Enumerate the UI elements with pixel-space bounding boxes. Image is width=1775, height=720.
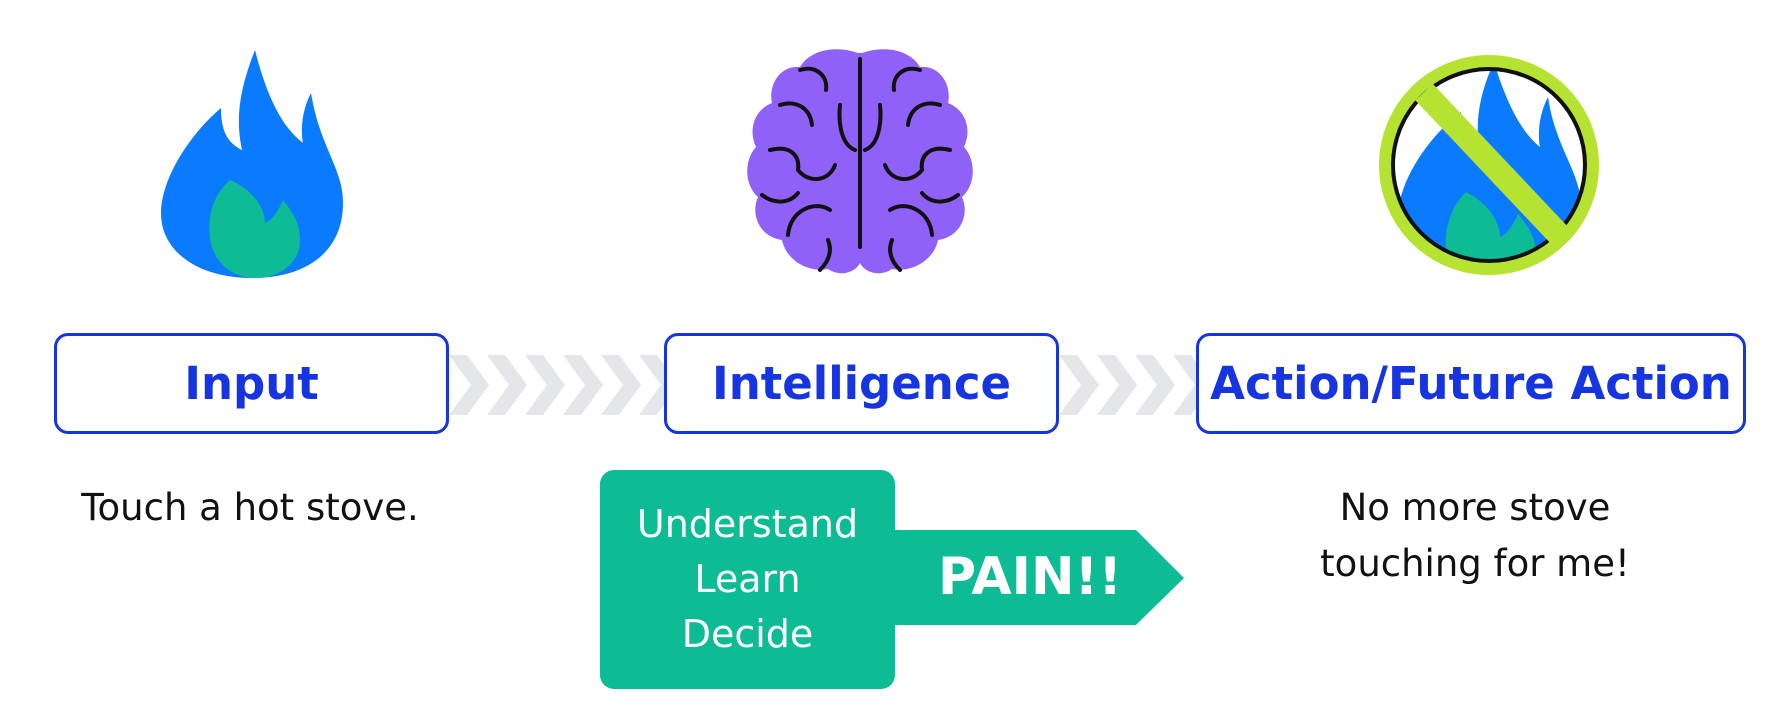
action-caption-line-2: touching for me! — [1320, 542, 1630, 585]
pain-label: PAIN!! — [938, 547, 1122, 607]
action-step-box: Action/Future Action — [1196, 333, 1746, 434]
intelligence-step-label: Intelligence — [711, 357, 1012, 410]
input-step-box: Input — [54, 333, 449, 434]
no-fire-icon — [1379, 55, 1599, 275]
connector-arrows-1 — [449, 355, 664, 415]
card-line-decide: Decide — [681, 612, 814, 656]
flame-icon — [161, 50, 343, 278]
pain-arrow — [880, 530, 1184, 625]
card-line-learn: Learn — [694, 557, 801, 601]
intelligence-card: Understand Learn Decide — [600, 470, 895, 689]
action-caption: No more stove touching for me! — [1270, 480, 1680, 592]
connector-arrows-2 — [1059, 355, 1196, 415]
input-caption: Touch a hot stove. — [81, 486, 419, 529]
intelligence-step-box: Intelligence — [664, 333, 1059, 434]
card-line-understand: Understand — [636, 502, 859, 546]
action-caption-line-1: No more stove — [1339, 486, 1611, 529]
brain-icon — [747, 49, 973, 274]
input-step-label: Input — [184, 357, 319, 410]
action-step-label: Action/Future Action — [1210, 357, 1732, 410]
